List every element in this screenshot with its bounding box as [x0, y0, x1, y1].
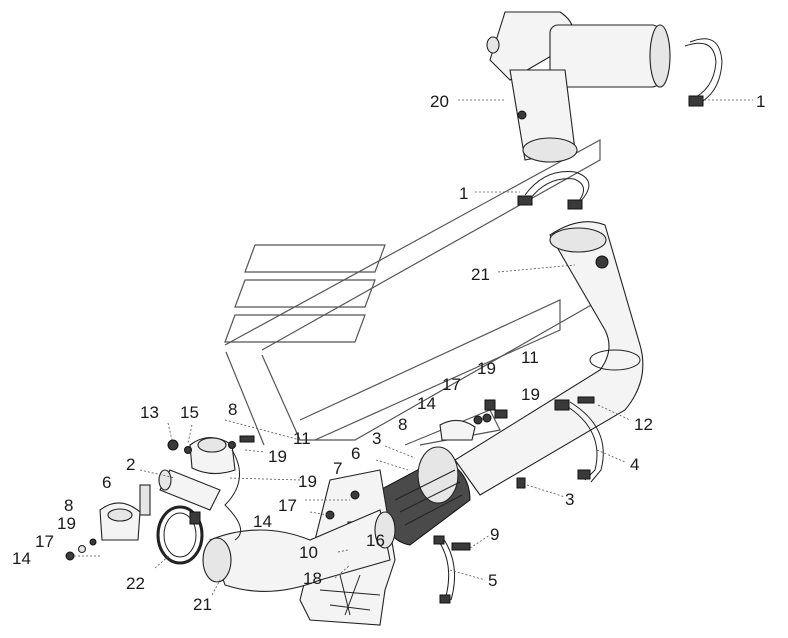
callout-13: 13: [140, 403, 159, 422]
callout-19-left: 19: [57, 514, 76, 533]
hardware-set-upper-left: [167, 435, 255, 454]
callout-3-middle: 3: [372, 429, 381, 448]
callout-5: 5: [488, 571, 497, 590]
callout-9: 9: [490, 525, 499, 544]
tube-part-2: [158, 469, 221, 511]
hardware-set-middle: [473, 399, 508, 425]
callout-21-lower: 21: [193, 595, 212, 614]
callout-11-left: 11: [293, 429, 311, 448]
callout-19-center: 19: [298, 472, 317, 491]
callout-8-left: 8: [64, 496, 73, 515]
callout-17-middle: 17: [442, 375, 461, 394]
hardware-set-left: [65, 538, 97, 561]
gasket-part-6-left: [139, 484, 151, 516]
bolt-part-9: [451, 542, 471, 551]
callout-8-upper: 8: [228, 400, 237, 419]
silencer-part-20: [486, 11, 671, 163]
callout-14-left: 14: [12, 549, 31, 568]
callout-21-upper: 21: [471, 265, 490, 284]
callout-8-middle: 8: [398, 415, 407, 434]
callout-15: 15: [180, 403, 199, 422]
callout-labels: 1 20 1 21 11 19 17 19 14 8 12 3 4 13 15 …: [12, 92, 765, 614]
callout-14-center: 14: [253, 512, 272, 531]
callout-7: 7: [333, 459, 342, 478]
callout-20: 20: [430, 92, 449, 111]
leader-lines: [70, 99, 753, 596]
callout-1-top: 1: [756, 92, 765, 111]
bellows-part-3: [379, 446, 471, 546]
clamp-part-1-upper: [684, 38, 723, 107]
clamp-part-22: [156, 505, 204, 565]
half-clamp-part-8-left: [99, 502, 141, 541]
callout-18: 18: [303, 569, 322, 588]
callout-6-left: 6: [102, 473, 111, 492]
callout-16: 16: [366, 531, 385, 550]
half-clamp-part-8-right: [439, 419, 476, 441]
callout-19-upper-left: 19: [268, 447, 287, 466]
strap-part-5: [433, 535, 456, 604]
callout-14-middle: 14: [417, 394, 436, 413]
callout-10: 10: [299, 543, 318, 562]
callout-12: 12: [634, 415, 653, 434]
half-clamp-part-8-upper: [189, 436, 242, 541]
callout-19-middle-top: 19: [477, 359, 496, 378]
callout-6-right: 6: [351, 444, 360, 463]
callout-3-right: 3: [565, 490, 574, 509]
callout-2: 2: [126, 455, 135, 474]
callout-22: 22: [126, 574, 145, 593]
callout-4: 4: [630, 455, 639, 474]
watermark-logo: [224, 138, 601, 446]
clamp-part-1-middle: [517, 170, 590, 210]
bolt-part-12: [577, 396, 595, 404]
callout-17-left: 17: [35, 532, 54, 551]
callout-11-middle: 11: [521, 348, 539, 367]
pipe-part-21-lower: [202, 509, 396, 592]
callout-19-middle: 19: [521, 385, 540, 404]
bracket-part-3-tab: [516, 477, 526, 489]
strap-part-4: [554, 399, 604, 483]
callout-1-middle: 1: [459, 184, 468, 203]
callout-17-center: 17: [278, 496, 297, 515]
